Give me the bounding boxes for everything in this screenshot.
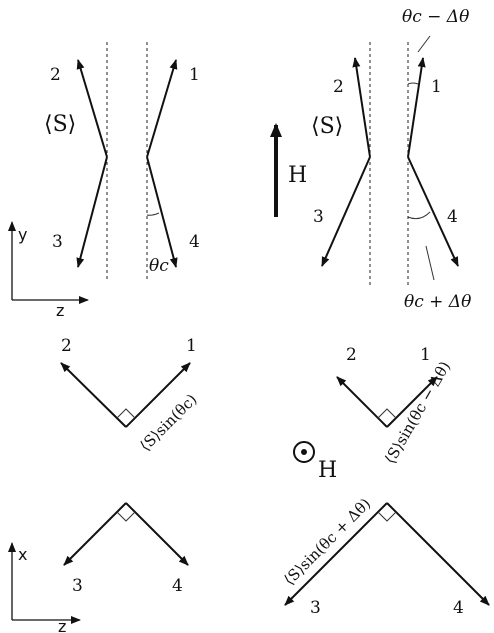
- proj-arrow-1: [386, 376, 438, 428]
- proj-arrow-2: [60, 362, 127, 428]
- panel-top-right: 2 1 3 4 ⟨S⟩ θc − Δθ θc + Δθ: [311, 7, 471, 312]
- label-1: 1: [186, 336, 197, 356]
- angle-arc-large: [407, 211, 431, 220]
- panel-bottom-left: 3 4: [63, 502, 189, 596]
- label-1: 1: [431, 77, 442, 97]
- proj-label-3: ⟨S⟩sin(θc + Δθ): [280, 495, 374, 589]
- proj-arrow-4: [386, 502, 490, 606]
- label-2: 2: [50, 65, 61, 85]
- proj-label-2: ⟨S⟩sin(θc − Δθ): [381, 358, 454, 467]
- proj-arrow-4: [125, 502, 189, 566]
- field-up: H: [270, 123, 307, 217]
- spin-arrow-2: [352, 57, 371, 158]
- spin-arrow-1: [407, 57, 426, 158]
- right-angle-mark: [377, 408, 397, 419]
- y-axis-label: y: [18, 225, 27, 244]
- z-axis-label: z: [58, 617, 66, 633]
- theta-minus-label: θc − Δθ: [402, 7, 469, 27]
- field-out-circle-icon: [293, 441, 315, 463]
- proj-arrow-3: [284, 502, 388, 606]
- leader-line-bottom: [425, 245, 435, 281]
- right-angle-mark: [377, 511, 397, 522]
- label-3: 3: [72, 576, 83, 596]
- field-out: H: [293, 441, 337, 483]
- proj-label-1: ⟨S⟩sin(θc): [136, 390, 201, 455]
- spin-arrow-1: [146, 59, 178, 158]
- panel-top-left: 2 1 3 4 ⟨S⟩ θc: [44, 42, 200, 282]
- label-4: 4: [172, 576, 183, 596]
- label-1: 1: [420, 345, 431, 365]
- field-out-label: H: [318, 458, 337, 483]
- spin-arrow-4: [407, 156, 459, 267]
- label-4: 4: [447, 207, 458, 227]
- label-1: 1: [189, 65, 200, 85]
- x-axis-label: x: [18, 545, 27, 564]
- spin-arrow-4: [146, 156, 178, 268]
- theta-plus-label: θc + Δθ: [404, 292, 471, 312]
- proj-arrow-1: [125, 362, 191, 428]
- field-label: H: [288, 163, 307, 188]
- label-3: 3: [52, 232, 63, 252]
- angle-arc: [146, 212, 160, 216]
- label-4: 4: [453, 598, 464, 618]
- spin-label: ⟨S⟩: [311, 114, 343, 139]
- proj-arrow-3: [63, 502, 127, 566]
- label-3: 3: [310, 598, 321, 618]
- proj-arrow-2: [336, 376, 388, 428]
- panel-mid-right: 2 1 ⟨S⟩sin(θc − Δθ): [336, 345, 454, 467]
- spin-label: ⟨S⟩: [44, 112, 76, 137]
- label-4: 4: [189, 232, 200, 252]
- angle-arc-small: [407, 82, 419, 85]
- label-3: 3: [313, 207, 324, 227]
- panel-mid-left: 2 1 ⟨S⟩sin(θc): [60, 336, 201, 455]
- spin-arrow-3: [76, 156, 108, 268]
- label-2: 2: [333, 77, 344, 97]
- spin-arrow-2: [76, 59, 108, 158]
- right-angle-mark: [116, 511, 136, 522]
- label-2: 2: [346, 345, 357, 365]
- field-out-dot-icon: [301, 449, 307, 455]
- z-axis-label: z: [56, 301, 64, 320]
- panel-bottom-right: 3 4 ⟨S⟩sin(θc + Δθ): [280, 495, 490, 618]
- axes-yz: y z: [7, 221, 89, 320]
- axes-xz: x z: [7, 542, 81, 633]
- theta-c-label: θc: [149, 256, 169, 276]
- right-angle-mark: [116, 408, 136, 419]
- leader-line-top: [417, 35, 431, 53]
- spin-arrow-3: [321, 156, 371, 267]
- label-2: 2: [61, 336, 72, 356]
